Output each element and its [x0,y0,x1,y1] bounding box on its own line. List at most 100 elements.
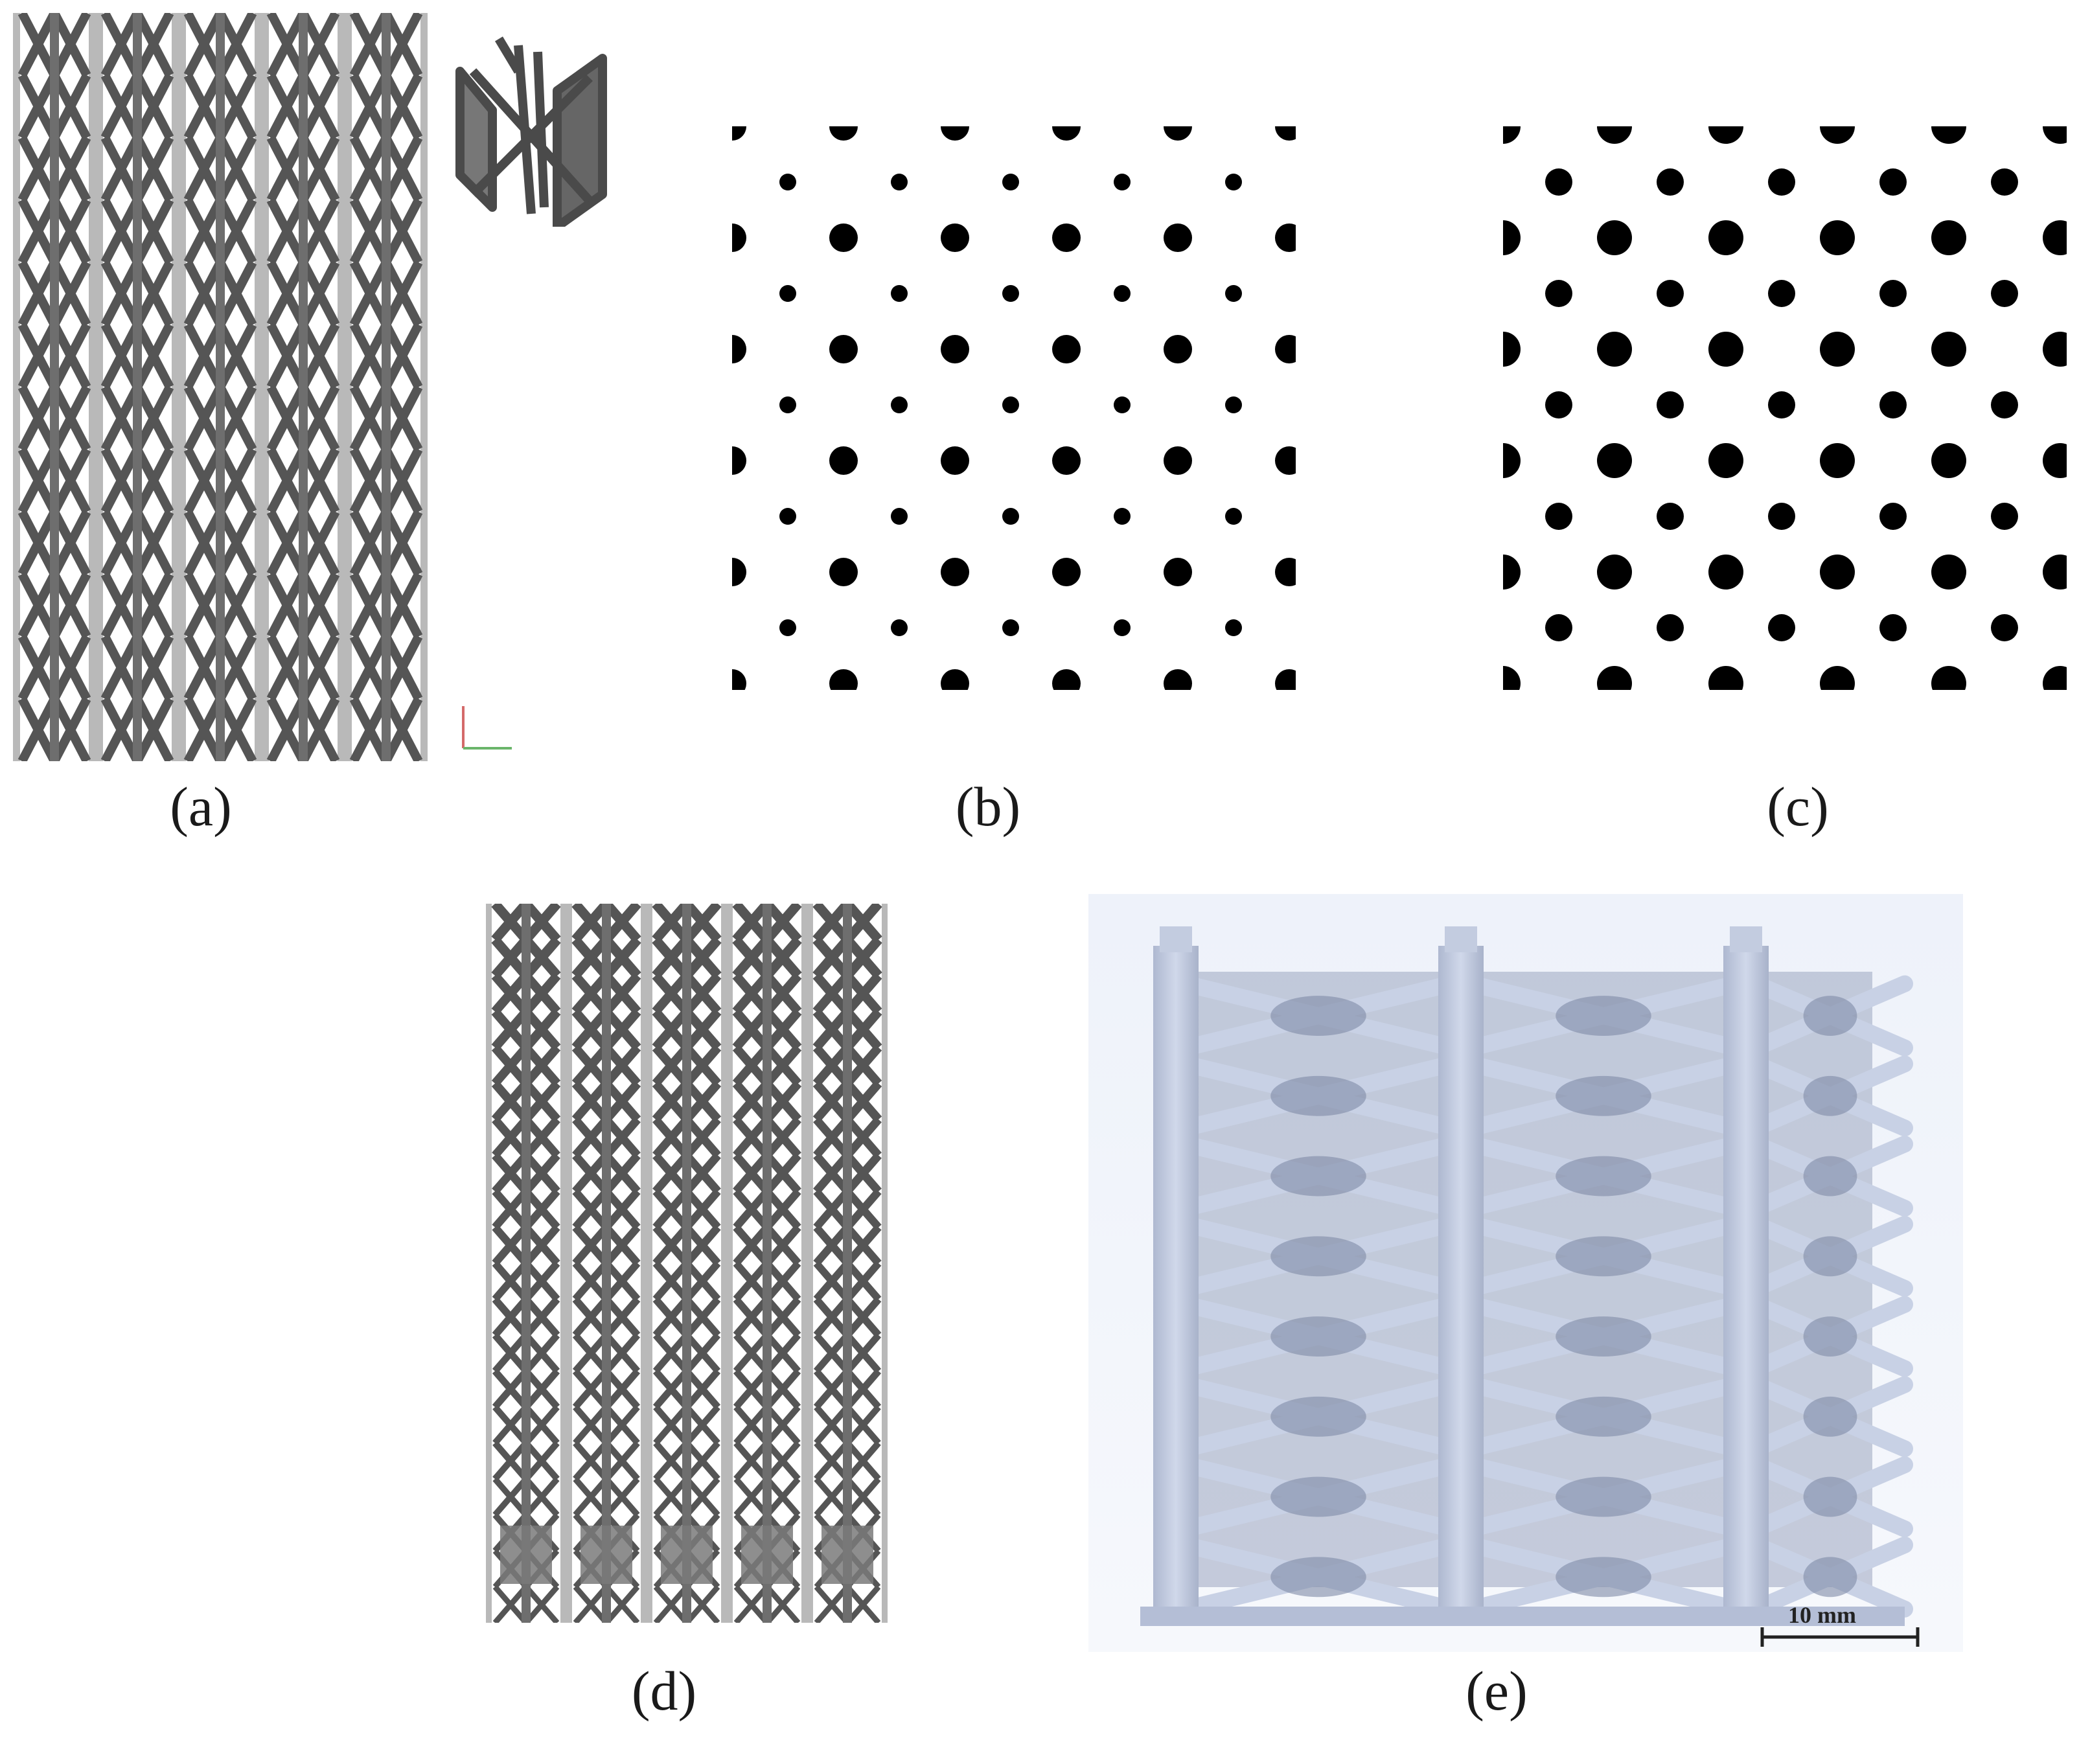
section-dot-large [1052,126,1081,141]
section-dot-small [1545,391,1572,418]
section-dot-large [1503,332,1521,367]
section-dot-large [1597,220,1632,255]
lattice-cell [100,634,174,761]
lattice-center-strut [216,13,225,761]
lattice-rod [338,13,352,761]
section-dot-small [1768,168,1795,196]
section-dot-large [1052,446,1081,475]
lattice-base-node [580,1526,632,1584]
section-dot-large [1164,669,1192,690]
lattice-base-node [741,1526,793,1584]
dot-pattern-b [732,126,1296,690]
section-dot-small [1991,391,2018,418]
section-dot-small [1114,396,1131,413]
section-dot-large [1820,555,1855,590]
section-dot-small [779,285,796,302]
section-dot-large [1820,443,1855,478]
caption-b: (b) [955,775,1021,838]
section-dot-large [1052,669,1081,690]
lattice-cell [652,904,722,979]
section-dot-small [1991,503,2018,530]
section-dot-large [1820,332,1855,367]
section-dot-large [1597,126,1632,144]
panel-b-dot-pattern [732,126,1296,690]
panel-a-lattice [13,13,428,761]
lattice-center-strut [843,904,852,1623]
section-dot-small [1114,619,1131,636]
section-dot-large [1708,555,1743,590]
specimen-cavity [1270,1476,1366,1517]
lattice-base-node [821,1526,873,1584]
specimen-cavity [1803,1557,1857,1598]
section-dot-large [1708,126,1743,144]
section-dot-large [1931,220,1966,255]
section-dot-large [2043,220,2067,255]
section-dot-small [1768,391,1795,418]
section-dot-small [891,619,908,636]
section-dot-small [1225,285,1242,302]
lattice-cell [732,904,802,979]
section-dot-small [779,508,796,525]
section-dot-small [1225,174,1242,190]
section-dot-small [1879,391,1907,418]
section-dot-small [1225,508,1242,525]
scale-bar [1760,1627,1920,1647]
section-dot-large [941,669,969,690]
section-dot-small [1657,503,1684,530]
section-dot-small [1114,285,1131,302]
section-dot-large [2043,666,2067,690]
specimen-cavity [1803,1476,1857,1517]
specimen-cavity [1556,1476,1651,1517]
lattice-rod [560,904,572,1623]
section-dot-large [1052,335,1081,363]
lattice-a-drawing [13,13,428,761]
specimen-cavity [1270,1236,1366,1277]
section-dot-small [1657,614,1684,641]
section-dot-small [891,396,908,413]
section-dot-large [829,223,858,252]
lattice-base-node [661,1526,713,1584]
section-dot-small [779,174,796,190]
lattice-rod [882,904,888,1623]
section-dot-small [1225,396,1242,413]
specimen-post [1438,946,1484,1613]
section-dot-large [732,669,746,690]
section-dot-large [2043,332,2067,367]
section-dot-large [1820,666,1855,690]
specimen-cavity [1803,996,1857,1036]
section-dot-large [1503,555,1521,590]
section-dot-large [941,558,969,586]
specimen-cavity [1556,1236,1651,1277]
lattice-base-node [500,1526,552,1584]
section-dot-large [1052,558,1081,586]
section-dot-small [1114,174,1131,190]
lattice-cell [652,972,722,1051]
specimen-cavity [1270,1557,1366,1598]
section-dot-small [1879,168,1907,196]
lattice-rod [420,13,428,761]
section-dot-large [1597,555,1632,590]
lattice-cell [813,1333,882,1410]
specimen-cavity [1803,1396,1857,1437]
section-dot-small [1768,503,1795,530]
section-dot-small [1657,391,1684,418]
lattice-cell [349,509,423,639]
lattice-center-strut [50,13,59,761]
section-dot-small [1545,503,1572,530]
specimen-cavity [1556,1075,1651,1116]
section-dot-large [1164,335,1192,363]
scale-bar-label: 10 mm [1788,1602,1856,1628]
section-dot-large [2043,126,2067,144]
specimen-cavity [1270,1316,1366,1357]
section-dot-small [779,619,796,636]
section-dot-small [1002,619,1019,636]
lattice-center-strut [682,904,691,1623]
section-dot-large [1503,220,1521,255]
specimen-post-top [1445,926,1477,952]
section-dot-small [1768,614,1795,641]
section-dot-large [732,126,746,141]
specimen-cavity [1270,1396,1366,1437]
section-dot-large [1275,126,1296,141]
specimen-cavity [1803,1075,1857,1116]
section-dot-large [1503,443,1521,478]
